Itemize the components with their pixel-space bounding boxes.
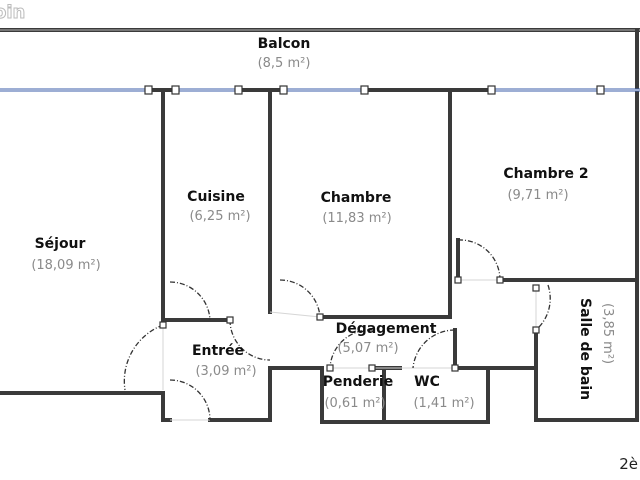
room-name-balcon: Balcon [257, 36, 311, 52]
room-area-balcon: (8,5 m²) [257, 56, 311, 71]
room-area-degagement: (5,07 m²) [337, 341, 399, 356]
room-area-penderie: (0,61 m²) [324, 396, 386, 411]
room-area-sdb: (3,85 m²) [600, 303, 615, 365]
room-name-chambre2: Chambre 2 [503, 166, 589, 182]
room-name-penderie: Penderie [322, 374, 394, 390]
room-area-entree: (3,09 m²) [195, 364, 257, 379]
room-name-entree: Entrée [191, 343, 245, 359]
room-area-chambre2: (9,71 m²) [507, 188, 569, 203]
window-markers [144, 85, 605, 372]
room-name-sejour: Séjour [34, 236, 86, 252]
room-name-chambre: Chambre [320, 190, 392, 206]
interior-walls [0, 88, 639, 424]
outer-walls [0, 28, 640, 422]
room-area-cuisine: (6,25 m²) [189, 209, 251, 224]
room-area-chambre: (11,83 m²) [322, 211, 392, 226]
room-name-degagement: Dégagement [335, 321, 437, 337]
watermark-logo: oin [0, 2, 26, 24]
room-area-sejour: (18,09 m²) [31, 258, 101, 273]
floor-label: 2è [619, 455, 638, 473]
room-area-wc: (1,41 m²) [413, 396, 475, 411]
room-name-cuisine: Cuisine [187, 189, 245, 205]
room-name-sdb: Salle de bain [577, 298, 593, 401]
room-name-wc: WC [414, 374, 440, 390]
door-thresholds [162, 279, 537, 421]
